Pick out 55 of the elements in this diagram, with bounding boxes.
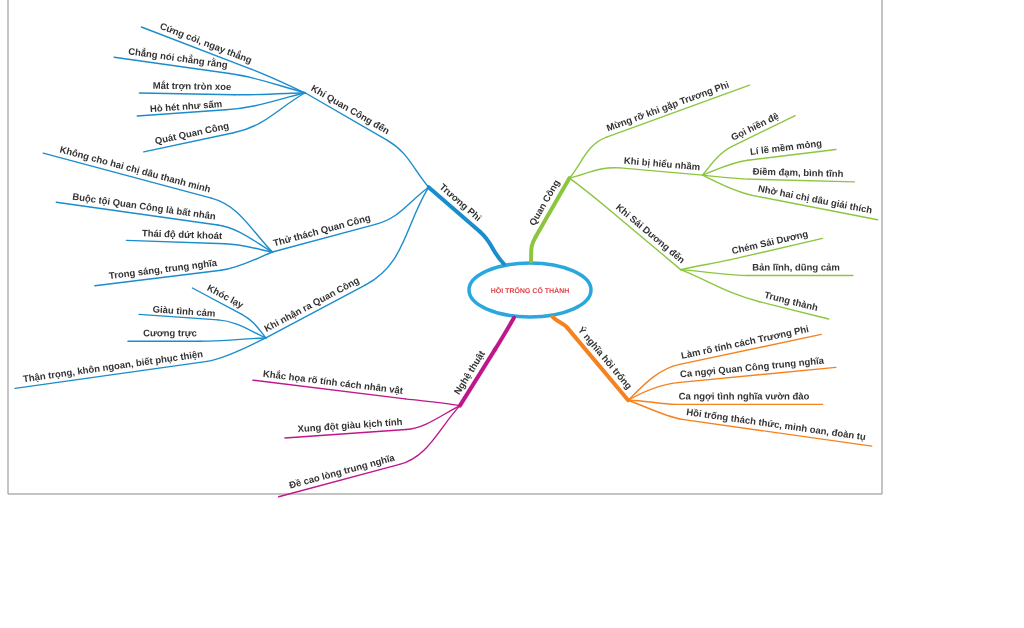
branch-line [199,337,267,342]
topic-label: Mắt trợn tròn xoe [138,80,236,96]
branch-line [680,268,761,303]
branch-line [224,243,274,253]
main-branch-line [550,314,570,330]
branch-line [701,159,749,176]
main-branch-line [529,234,538,264]
topic-label: Điềm đạm, bình tĩnh [748,167,856,183]
main-branch-line [492,315,516,352]
branch-line [701,174,755,197]
branch-line [210,197,274,253]
topic-label: Cương trực [127,329,201,342]
branch-line [364,186,430,286]
topic-label: Nhờ hai chị dâu giải thích [752,185,879,221]
branch-line [225,92,306,111]
branch-line [627,381,679,401]
branch-line [404,398,461,407]
topic-label: Khi bị hiểu nhầm [619,157,704,176]
branch-line [680,259,732,271]
branch-line [627,363,681,401]
topic-label: Ca ngợi tình nghĩa vườn đào [674,392,824,406]
topic-label: Xung đột giàu kịch tính [284,418,407,439]
branch-line [568,136,608,179]
branch-line [232,92,306,134]
branch-line [229,72,306,94]
branch-line [250,68,306,94]
branch-line [627,399,683,421]
branch-line [386,139,430,188]
topic-label: Bản lĩnh, dũng cảm [748,263,854,277]
branch-line [217,224,274,253]
topic-label: Thử thách Quan Công [271,215,377,253]
topic-label: Chém Sái Dương [729,231,824,261]
topic-label: Thái độ dứt khoát [125,229,226,245]
topic-label: Trung thành [758,291,830,320]
topic-label: Buộc tội Quan Công là bất nhân [55,193,219,226]
branch-line [374,186,430,226]
branch-line [233,92,306,96]
branch-line [701,145,733,176]
topic-label: Hò hét như sấm [136,100,227,117]
topic-label: Thận trọng, khôn ngoan, biết phục thiện [14,351,208,390]
branch-line [568,167,621,179]
branch-line [405,404,461,431]
branch-line [206,337,267,363]
branch-line [398,404,461,466]
topic-label: Hồi trống thách thức, minh oan, đoàn tụ [681,408,873,447]
topic-label: Khắc họa rõ tính cách nhân vật [252,370,406,400]
branch-line [241,313,267,339]
branch-line [680,268,750,277]
main-branch-line [478,229,506,266]
topic-label: Quát Quan Công [143,123,235,153]
branch-line [568,177,611,211]
topic-label: Khi nhận ra Quan Công [263,278,366,339]
topic-label: Đề cao lòng trung nghĩa [278,455,401,498]
branch-line [220,251,274,271]
branch-line [217,319,267,339]
